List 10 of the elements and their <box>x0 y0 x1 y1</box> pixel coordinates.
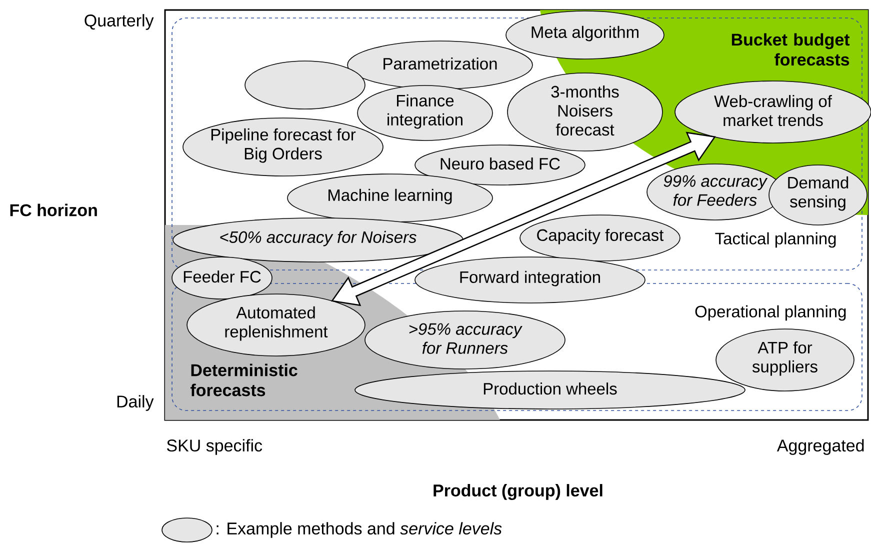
area-title: Deterministic forecasts <box>190 364 298 396</box>
empty-ellipse <box>244 60 366 110</box>
axis-label: Aggregated <box>776 439 864 455</box>
axis-label: Daily <box>117 395 154 411</box>
legend-text: : Example methods and service levels <box>216 522 502 538</box>
axis-label: Quarterly <box>84 14 154 30</box>
area-title: Bucket budget forecasts <box>732 33 850 66</box>
axis-title: FC horizon <box>10 204 97 216</box>
axis-title: Product (group) level <box>434 484 602 500</box>
axis-label: SKU specific <box>166 439 262 455</box>
